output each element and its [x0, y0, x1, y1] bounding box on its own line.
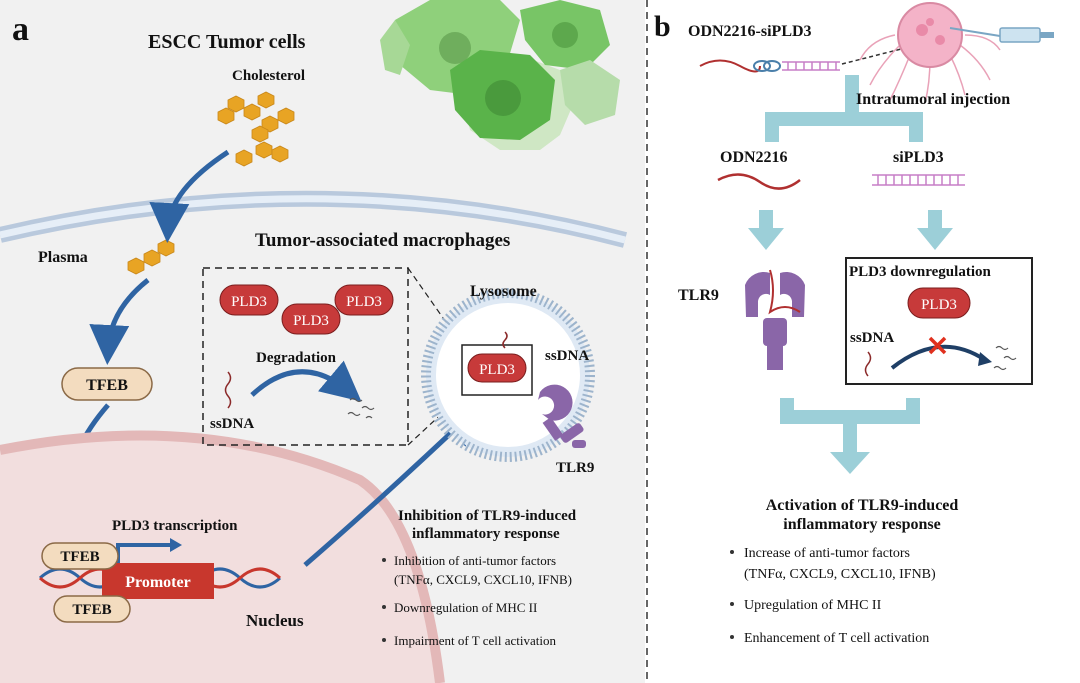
degraded-fragments-icon: [347, 397, 375, 419]
tfeb-bound-bottom-label: TFEB: [72, 602, 111, 618]
pld3-downregulation-label: PLD3 downregulation: [849, 264, 991, 280]
blocked-arrow-head: [978, 352, 992, 366]
pld3-label-lysosome: PLD3: [479, 362, 515, 378]
arrow-plasma-to-tfeb: [89, 278, 150, 365]
arrow-cholesterol-to-plasma: [149, 149, 230, 243]
activation-title-line2: inflammatory response: [783, 516, 940, 533]
tlr9-receptor-b: [745, 271, 805, 370]
pld3-label-2: PLD3: [293, 313, 329, 329]
tlr9-label-b: TLR9: [678, 287, 719, 304]
odn-label: ODN2216: [720, 149, 788, 166]
odn-sipld3-construct: [699, 59, 840, 73]
lysosome-pld3-highlight: [461, 344, 533, 396]
tfeb-bound-top-label: TFEB: [60, 549, 99, 565]
inhibition-bullet-1: Inhibition of anti-tumor factors: [394, 553, 556, 568]
fragments-b-icon: [993, 345, 1017, 371]
inhibition-title-line1: Inhibition of TLR9-induced: [398, 508, 577, 524]
inhibition-bullet-1-detail: (TNFα, CXCL9, CXCL10, IFNB): [394, 572, 572, 587]
membrane-cholesterol: [127, 239, 175, 275]
tfeb-bound-top: TFEB: [41, 542, 119, 570]
tumor-cells-title: ESCC Tumor cells: [148, 31, 306, 53]
activation-bullet-3: Enhancement of T cell activation: [744, 631, 929, 646]
plasma-membrane: [0, 190, 628, 248]
sipld3-label: siPLD3: [893, 149, 944, 166]
injection-split-bracket: [765, 75, 923, 142]
ssdna-label-inset: ssDNA: [210, 416, 254, 432]
odn-strand-icon: [717, 173, 801, 190]
blocked-degradation-arrow: [890, 344, 987, 370]
ssdna-label-lysosome: ssDNA: [545, 348, 589, 364]
activation-bullet-2: Upregulation of MHC II: [744, 598, 882, 613]
inhibition-bullet-3: Impairment of T cell activation: [394, 633, 556, 648]
pld3-label-b: PLD3: [921, 297, 957, 313]
tumor-cells-illustration: [380, 0, 620, 150]
lysosome-ssdna-icon: [502, 331, 508, 349]
degradation-arrow: [250, 360, 362, 402]
tfeb-bound-bottom: TFEB: [53, 595, 131, 623]
inset-connector-top: [407, 267, 463, 346]
ssdna-strand-b-icon: [864, 351, 872, 377]
plasma-label: Plasma: [38, 249, 88, 266]
tfeb-box: TFEB: [61, 367, 153, 401]
pld3-pill-b: PLD3: [907, 287, 971, 319]
pld3-pill-2: PLD3: [281, 303, 341, 335]
pld3-pill-3: PLD3: [334, 284, 394, 316]
tfeb-label: TFEB: [86, 377, 128, 394]
pld3-transcription-label: PLD3 transcription: [112, 518, 238, 534]
ssdna-strand-icon: [224, 371, 232, 409]
cholesterol-molecules: [217, 91, 295, 167]
injection-label: Intratumoral injection: [856, 91, 1010, 108]
inhibition-bullets: Inhibition of anti-tumor factors (TNFα, …: [382, 553, 572, 648]
construct-pointer: [841, 47, 906, 65]
activation-title-line1: Activation of TLR9-induced: [766, 497, 959, 514]
tlr9-receptor-lysosome: [538, 384, 586, 448]
tlr9-label-lysosome: TLR9: [556, 460, 594, 476]
degradation-inset: [202, 267, 409, 446]
promoter-box: Promoter: [102, 563, 214, 599]
activation-bullet-1-detail: (TNFα, CXCL9, CXCL10, IFNB): [744, 567, 936, 582]
lysosome-label: Lysosome: [470, 283, 537, 300]
panel-a-letter: a: [12, 11, 29, 48]
degradation-label: Degradation: [256, 350, 337, 366]
tlr9-bound-odn-icon: [768, 269, 801, 315]
ssdna-label-b: ssDNA: [850, 330, 894, 346]
block-x-icon: [928, 336, 947, 355]
merge-bracket: [780, 398, 920, 474]
panel-b-letter: b: [654, 10, 671, 43]
cholesterol-label: Cholesterol: [232, 68, 305, 84]
nucleus-label: Nucleus: [246, 611, 304, 630]
promoter-label: Promoter: [125, 574, 190, 591]
pld3-label-3: PLD3: [346, 294, 382, 310]
arrow-nucleus-to-lysosome: [303, 404, 481, 567]
pld3-label-1: PLD3: [231, 294, 267, 310]
construct-label: ODN2216-siPLD3: [688, 23, 812, 40]
sipld3-duplex-icon: [872, 174, 965, 186]
inhibition-title-line2: inflammatory response: [412, 526, 560, 542]
pld3-pill-1: PLD3: [219, 284, 279, 316]
tam-title: Tumor-associated macrophages: [255, 230, 510, 251]
activation-bullets: Increase of anti-tumor factors (TNFα, CX…: [730, 546, 936, 646]
tumor-injection-illustration: [859, 2, 1054, 104]
pld3-downregulation-box: [845, 257, 1033, 385]
activation-bullet-1: Increase of anti-tumor factors: [744, 546, 910, 561]
down-arrows: [748, 210, 953, 250]
inhibition-bullet-2: Downregulation of MHC II: [394, 600, 537, 615]
pld3-pill-lysosome: PLD3: [467, 353, 527, 383]
